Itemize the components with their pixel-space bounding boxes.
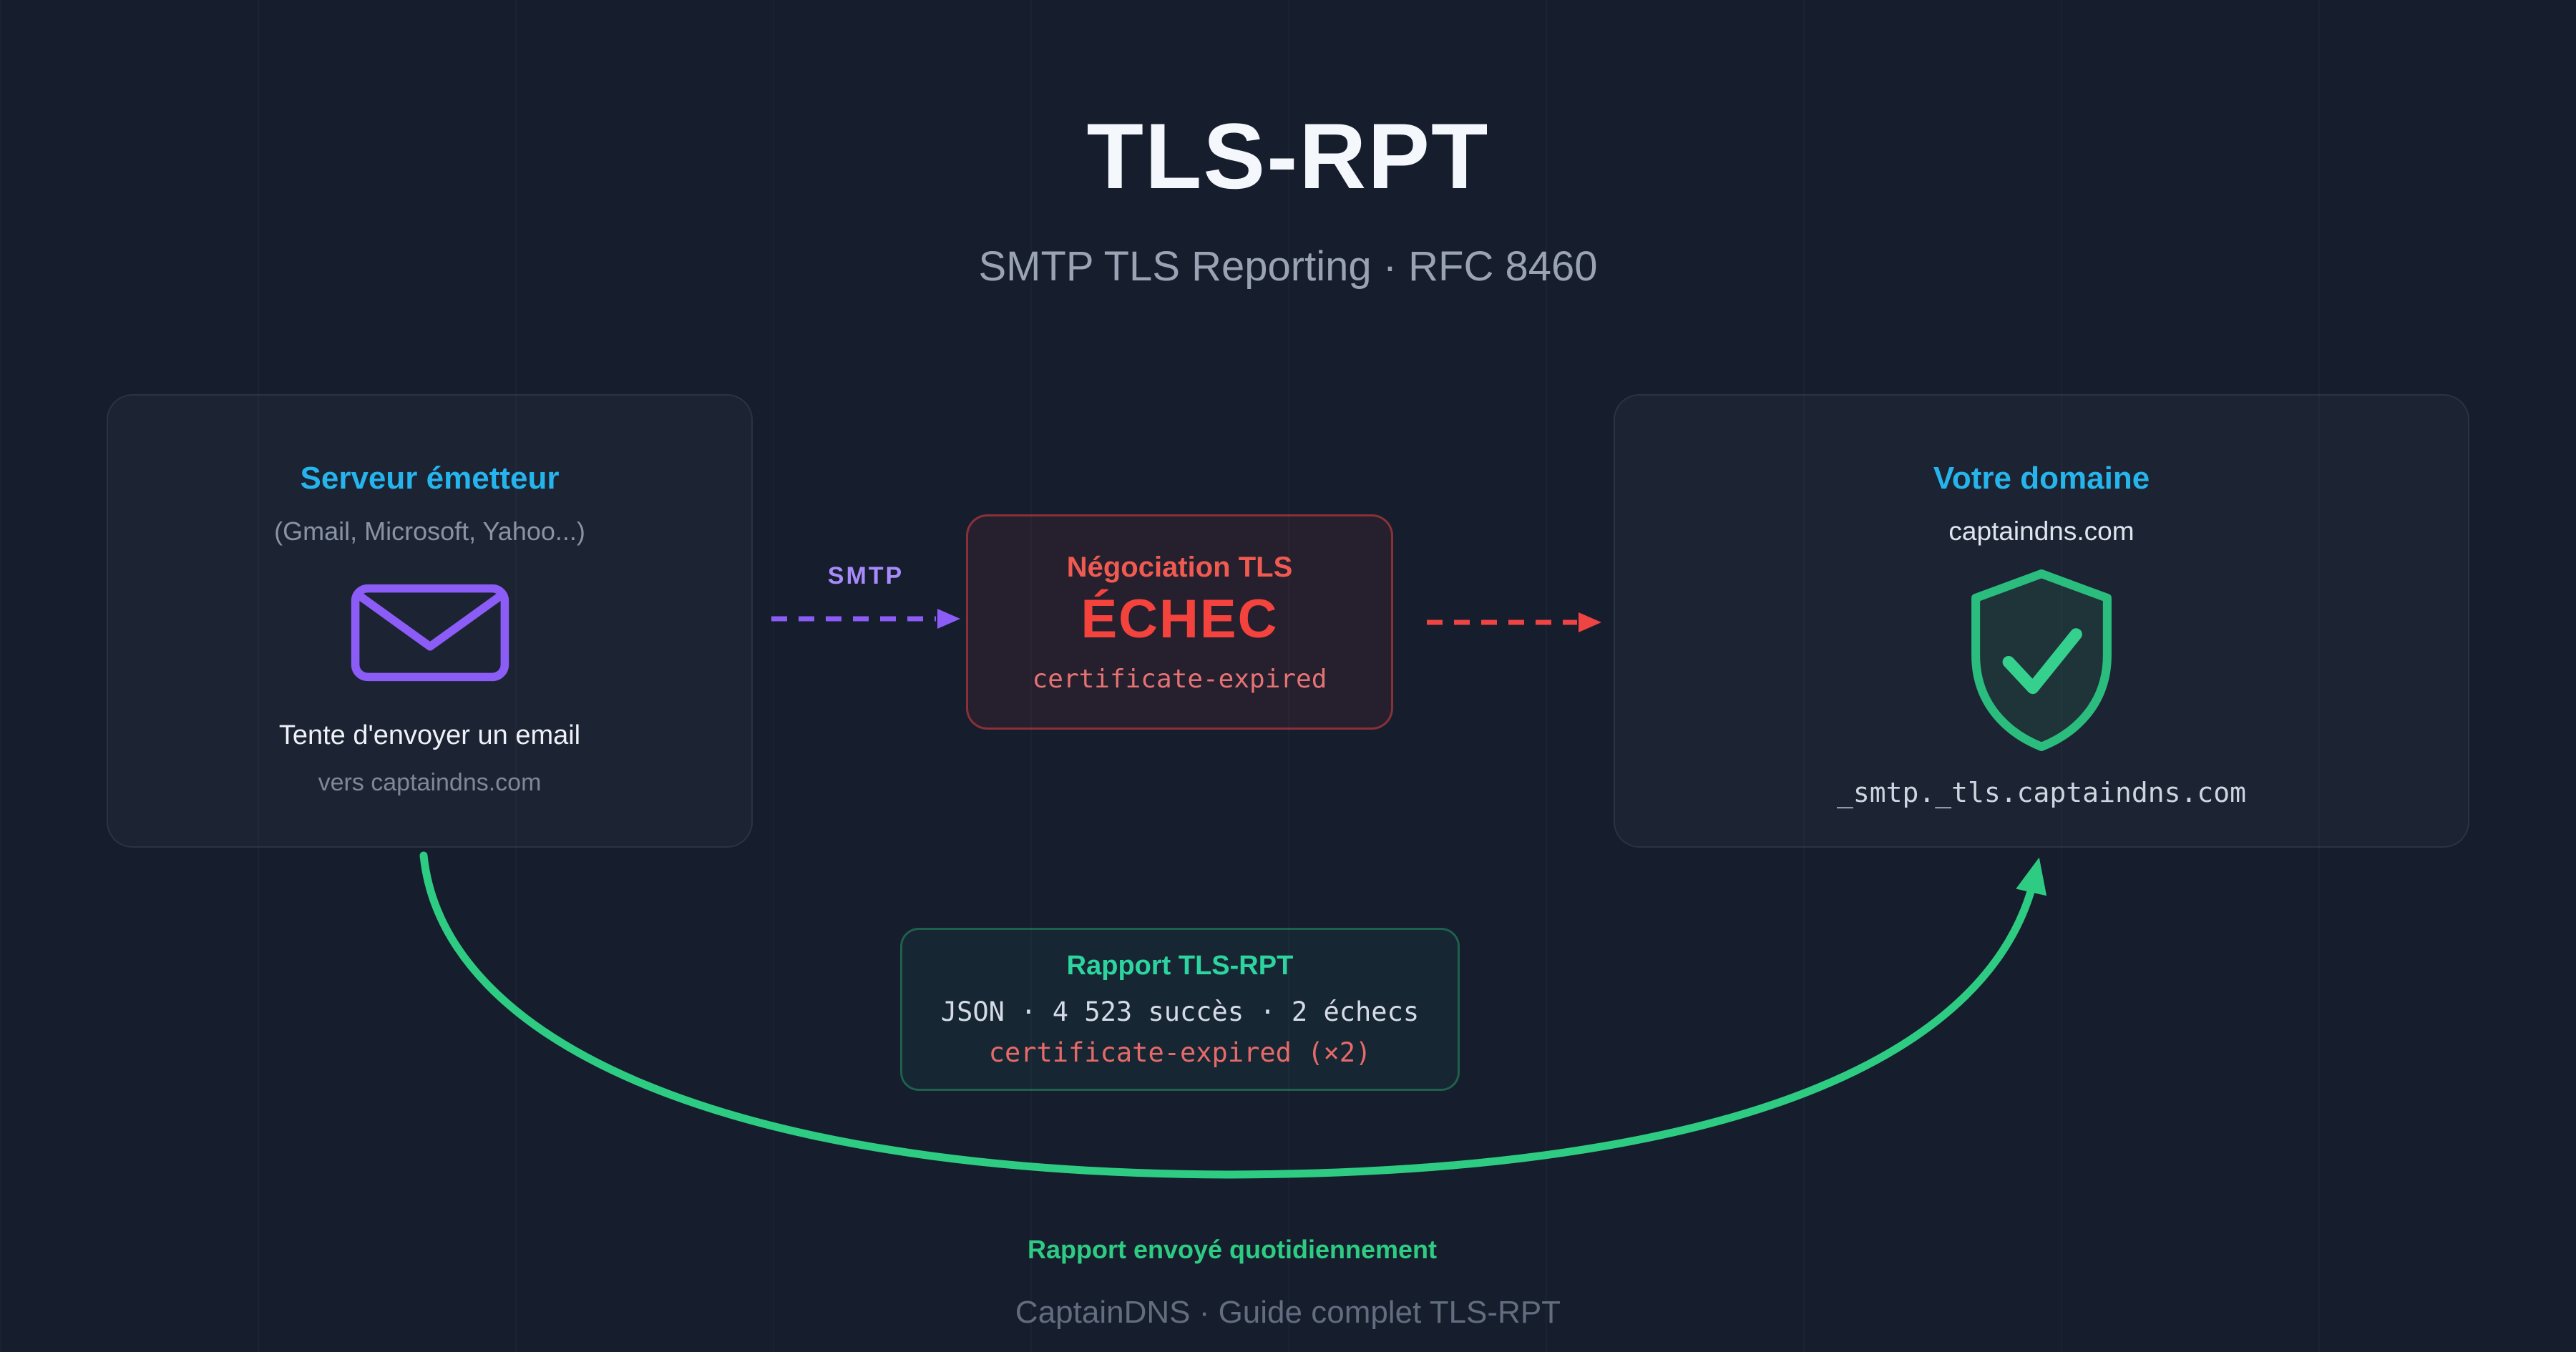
brand-footer: CaptainDNS · Guide complet TLS-RPT	[1015, 1295, 1561, 1330]
sender-card: Serveur émetteur (Gmail, Microsoft, Yaho…	[107, 394, 753, 848]
smtp-arrow: SMTP	[769, 562, 963, 635]
report-summary: JSON · 4 523 succès · 2 échecs	[940, 996, 1420, 1028]
failure-status: ÉCHEC	[1080, 588, 1279, 650]
sender-card-title: Serveur émetteur	[300, 461, 560, 496]
header: TLS-RPT SMTP TLS Reporting · RFC 8460	[0, 107, 2576, 290]
page-subtitle: SMTP TLS Reporting · RFC 8460	[978, 243, 1598, 290]
tls-failure-box: Négociation TLS ÉCHEC certificate-expire…	[966, 514, 1393, 730]
page-title: TLS-RPT	[1086, 104, 1490, 208]
domain-card-domain: captaindns.com	[1948, 516, 2135, 547]
failure-arrow	[1427, 612, 1601, 632]
daily-report-caption: Rapport envoyé quotidiennement	[1027, 1235, 1438, 1264]
domain-card-record: _smtp._tls.captaindns.com	[1837, 777, 2246, 809]
sender-card-action: Tente d'envoyer un email	[278, 720, 581, 750]
shield-check-icon	[1955, 565, 2128, 757]
smtp-arrow-line	[771, 609, 960, 629]
failure-box-title: Négociation TLS	[1066, 551, 1293, 583]
report-box-title: Rapport TLS-RPT	[1066, 951, 1294, 981]
domain-card: Votre domaine captaindns.com _smtp._tls.…	[1614, 394, 2469, 848]
sender-card-target: vers captaindns.com	[318, 768, 542, 796]
failure-code: certificate-expired	[1032, 664, 1327, 694]
report-box: Rapport TLS-RPT JSON · 4 523 succès · 2 …	[900, 928, 1460, 1091]
envelope-icon	[347, 577, 513, 688]
smtp-arrow-label: SMTP	[827, 562, 904, 589]
domain-card-title: Votre domaine	[1933, 461, 2150, 496]
report-detail: certificate-expired (×2)	[988, 1037, 1372, 1068]
sender-card-subtitle: (Gmail, Microsoft, Yahoo...)	[274, 516, 585, 547]
